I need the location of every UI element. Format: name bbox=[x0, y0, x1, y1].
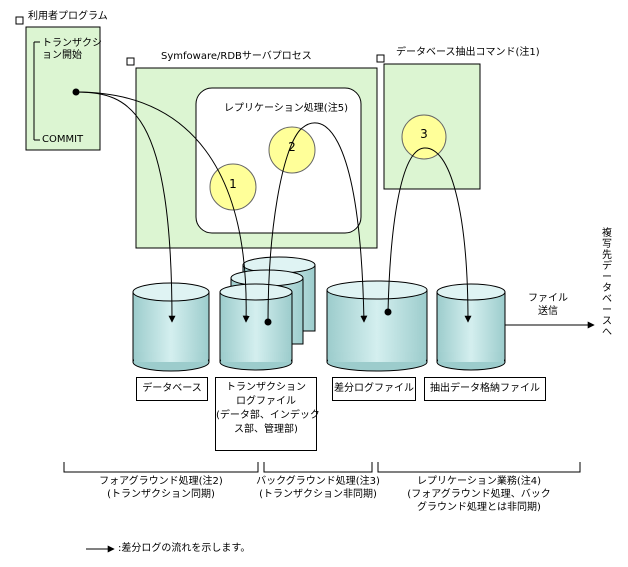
database-label: データベース bbox=[142, 383, 202, 394]
step-number-2: 2 bbox=[288, 140, 296, 154]
tx-log-label-2: ログファイル bbox=[236, 396, 296, 407]
tx-log-cylinder-front bbox=[219, 283, 293, 371]
step-circle-1 bbox=[209, 163, 257, 211]
phase-replication-3: グラウンド処理とは非同期) bbox=[417, 502, 541, 513]
flow-arrows bbox=[75, 91, 595, 329]
extract-file-label-box: 抽出データ格納ファイル bbox=[424, 377, 546, 401]
step-circle-2 bbox=[268, 126, 316, 174]
flow-dot-user-program bbox=[72, 88, 80, 96]
symfoware-title: Symfoware/RDBサーバプロセス bbox=[161, 51, 312, 62]
file-transfer-label-2: 送信 bbox=[538, 306, 558, 317]
tx-log-label-4: ス部、管理部) bbox=[234, 424, 298, 435]
step-circle-3 bbox=[401, 114, 447, 160]
extract-file-cylinder bbox=[436, 283, 506, 371]
database-cylinder bbox=[132, 282, 210, 372]
step-number-1: 1 bbox=[229, 177, 237, 191]
phase-background-1: バックグラウンド処理(注3) bbox=[256, 476, 380, 487]
phase-bracket-background bbox=[263, 462, 373, 473]
database-label-box: データベース bbox=[136, 377, 208, 401]
phase-foreground-1: フォアグラウンド処理(注2) bbox=[99, 476, 223, 487]
replication-process-title: レプリケーション処理(注5) bbox=[224, 103, 348, 114]
flow-arrow-to-extract bbox=[387, 147, 472, 323]
destination-vertical-label: 複写先データベースへ bbox=[602, 228, 612, 338]
extract-cmd-title: データベース抽出コマンド(注1) bbox=[396, 47, 540, 58]
flow-dot-txlog bbox=[264, 318, 272, 326]
phase-foreground-2: (トランザクション同期) bbox=[107, 489, 215, 500]
flow-arrow-to-txlog bbox=[75, 91, 250, 323]
tx-log-label-box: トランザクション ログファイル (データ部、インデック ス部、管理部) bbox=[215, 377, 320, 451]
legend-text: :差分ログの流れを示します。 bbox=[118, 543, 251, 554]
tx-start-label: トランザクション開始 bbox=[42, 38, 102, 61]
file-transfer-label-1: ファイル bbox=[528, 293, 568, 304]
phase-bracket-foreground bbox=[63, 462, 259, 473]
extract-file-label: 抽出データ格納ファイル bbox=[430, 383, 540, 394]
diff-log-cylinder bbox=[326, 280, 428, 372]
user-program-panel bbox=[25, 26, 101, 151]
commit-label: COMMIT bbox=[42, 134, 84, 145]
tx-log-label-1: トランザクション bbox=[226, 382, 306, 393]
diff-log-label-box: 差分ログファイル bbox=[332, 377, 416, 401]
diff-log-label: 差分ログファイル bbox=[334, 383, 414, 394]
phase-brackets bbox=[63, 462, 581, 473]
tx-log-label-3: (データ部、インデック bbox=[216, 410, 320, 421]
user-program-handle bbox=[15, 16, 24, 25]
phase-replication-1: レプリケーション業務(注4) bbox=[417, 476, 541, 487]
symfoware-handle bbox=[126, 57, 135, 66]
user-program-title: 利用者プログラム bbox=[28, 11, 108, 22]
phase-replication-2: (フォアグラウンド処理、バック bbox=[407, 489, 551, 500]
extract-cmd-handle bbox=[376, 54, 385, 63]
flow-dot-difflog bbox=[384, 308, 392, 316]
phase-bracket-replication bbox=[377, 462, 581, 473]
phase-background-2: (トランザクション非同期) bbox=[259, 489, 377, 500]
step-number-3: 3 bbox=[420, 127, 428, 141]
flow-arrow-to-difflog bbox=[267, 122, 368, 323]
flow-arrow-to-database bbox=[75, 91, 176, 323]
